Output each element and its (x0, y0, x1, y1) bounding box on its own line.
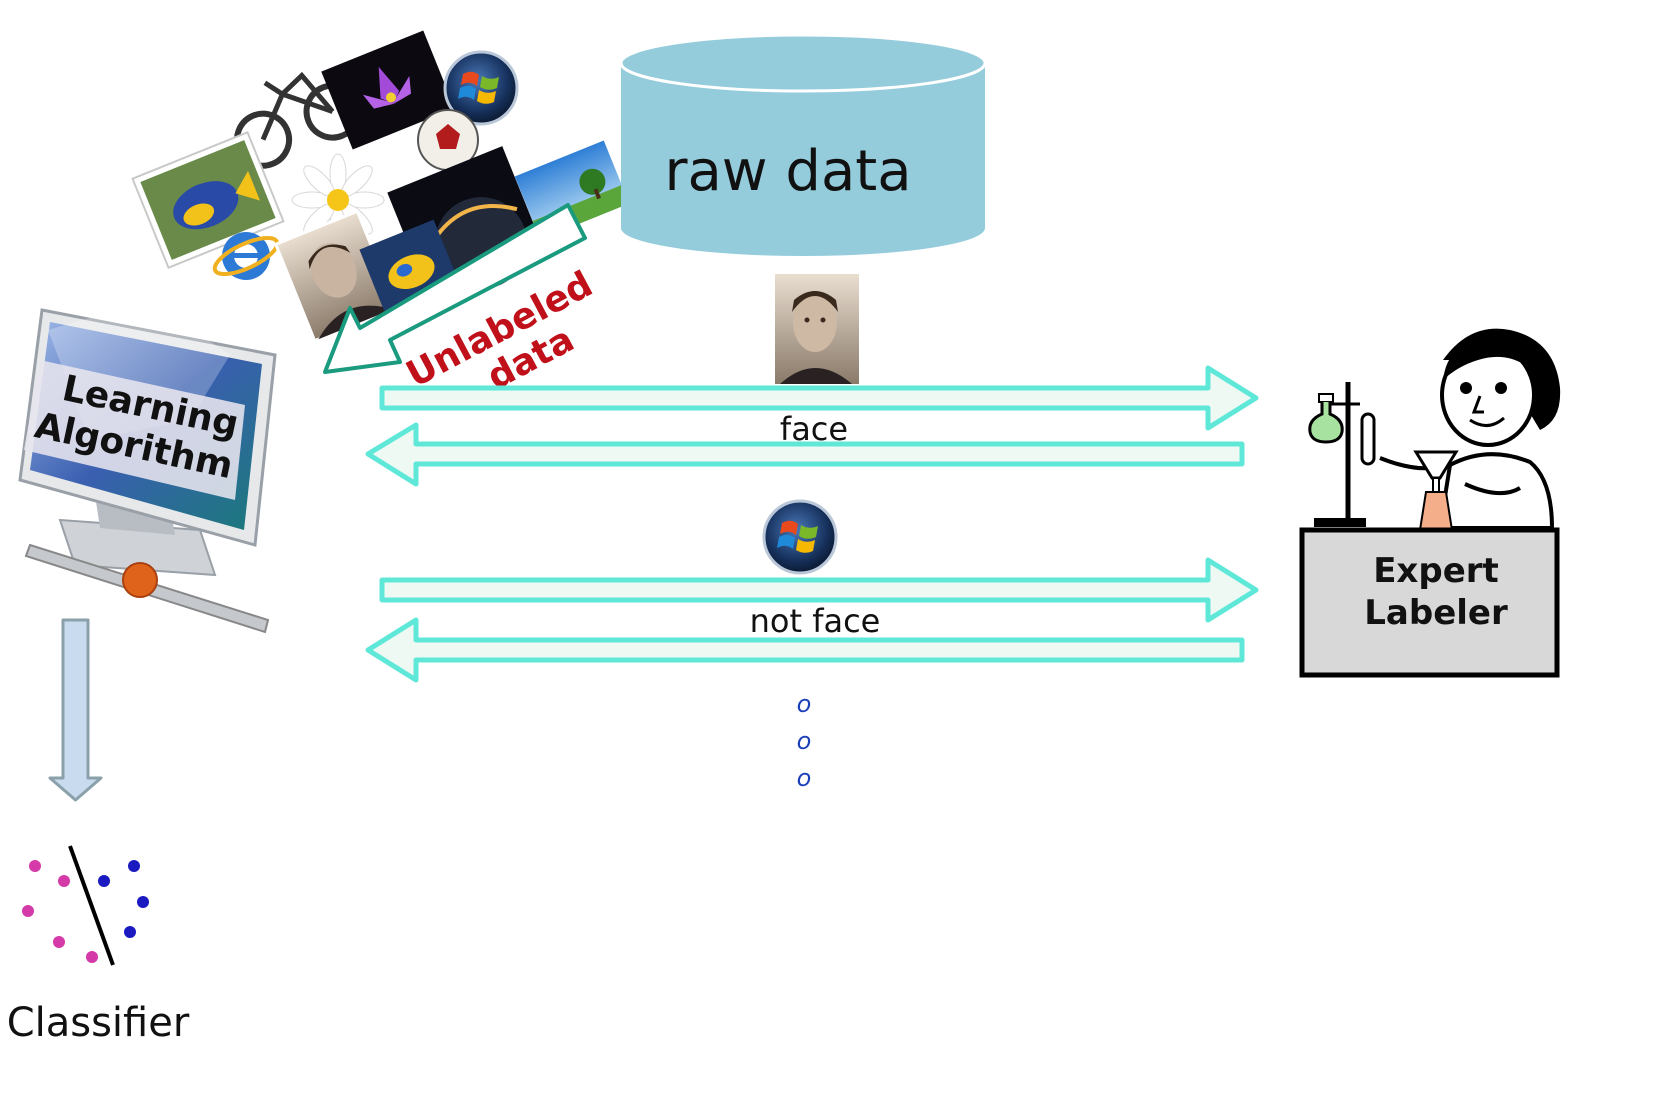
expert-label-line1: Expert (1373, 551, 1499, 591)
query-1-request-arrow (379, 365, 1259, 431)
unlabeled-data-arrow (323, 203, 587, 374)
lotus-image (321, 30, 455, 150)
ellipsis-mark-2: o (797, 727, 812, 755)
windows-logo-image (443, 50, 519, 126)
classifier-icon (22, 845, 149, 966)
unlabeled-image-collage (131, 30, 630, 343)
classifier-label: Classifier (7, 1000, 190, 1046)
internet-explorer-logo-image (212, 232, 280, 280)
scientist-at-lab-bench-icon (1299, 328, 1561, 678)
query-2-response-arrow (365, 617, 1245, 683)
query-2-windows-logo-icon (762, 499, 838, 575)
expert-label-line2: Labeler (1364, 593, 1508, 633)
query-1-face-photo (775, 274, 859, 384)
face-photo-collage (273, 209, 399, 343)
query-2-response-label: not face (750, 602, 881, 640)
ellipsis-mark-3: o (797, 764, 812, 792)
computer-monitor-icon (18, 300, 277, 634)
query-1-response-arrow (365, 422, 1245, 487)
query-2-request-arrow (379, 557, 1259, 623)
output-arrow (48, 618, 103, 802)
database-label: raw data (664, 139, 911, 204)
raw-data-database (619, 33, 987, 256)
ellipsis-mark-1: o (797, 690, 812, 718)
